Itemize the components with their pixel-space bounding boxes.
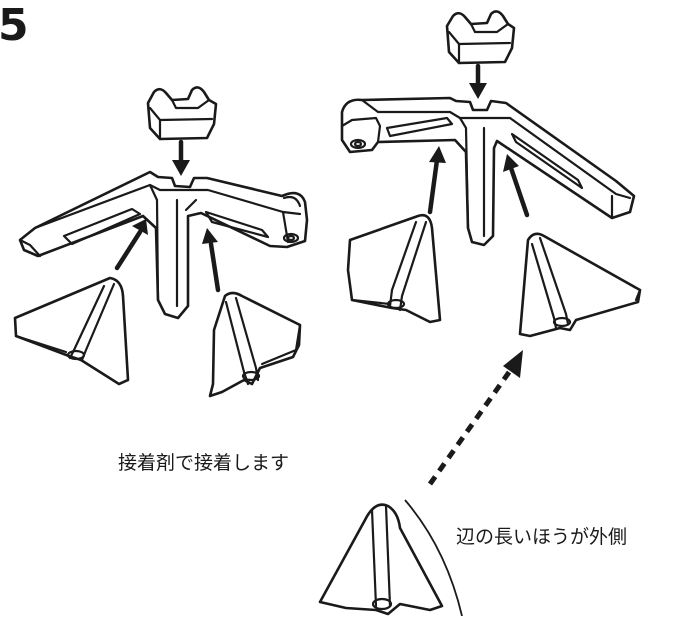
left-arrow-cap <box>172 139 190 176</box>
left-fin-left <box>13 276 130 386</box>
step-number: 5 <box>0 0 29 51</box>
right-fin-right <box>518 232 642 338</box>
right-arrow-cap <box>469 63 487 99</box>
dashed-arrow <box>427 350 523 486</box>
right-assembly <box>340 10 642 338</box>
left-arrow-fin-2 <box>202 228 221 293</box>
right-arrow-fin-1 <box>427 146 446 215</box>
left-fin-right <box>208 291 302 398</box>
long-edge-marker <box>404 499 463 617</box>
caption-glue: 接着剤で接着します <box>118 452 290 474</box>
left-cap-block <box>146 86 218 141</box>
right-arrow-fin-2 <box>503 154 530 218</box>
left-assembly <box>13 86 309 398</box>
bottom-fin-detail <box>318 503 444 616</box>
right-frame <box>340 96 636 247</box>
right-cap-block <box>445 10 516 65</box>
right-fin-left <box>346 213 442 324</box>
caption-outer-side: 辺の長いほうが外側 <box>456 526 628 548</box>
left-frame <box>18 170 309 320</box>
left-arrow-fin-1 <box>114 219 148 271</box>
